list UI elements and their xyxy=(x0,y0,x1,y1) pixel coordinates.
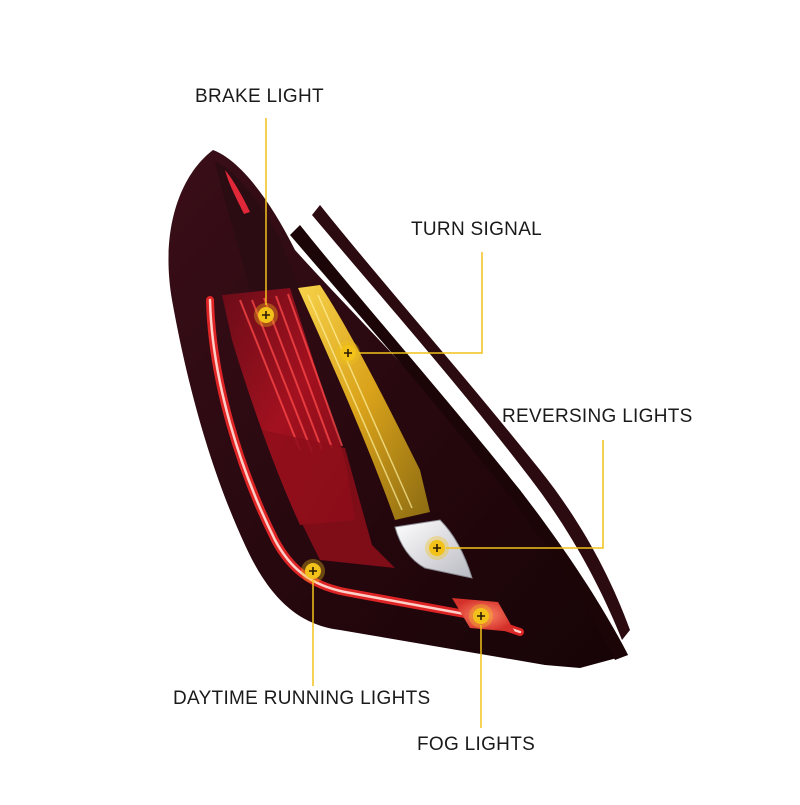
turn-led-lines xyxy=(307,294,413,511)
housing-edge-1 xyxy=(290,225,628,660)
callout-line-turn xyxy=(358,252,483,354)
drl-marker-icon xyxy=(301,559,325,583)
reversing-marker-icon xyxy=(425,536,449,560)
upper-red-accent xyxy=(225,170,250,214)
turn-signal-lens xyxy=(298,285,430,520)
fog-marker-icon xyxy=(469,604,493,628)
label-fog-lights: FOG LIGHTS xyxy=(417,734,536,755)
label-daytime-running-lights: DAYTIME RUNNING LIGHTS xyxy=(173,688,431,709)
housing-edge-2 xyxy=(312,205,630,640)
lower-red-area xyxy=(262,430,395,568)
label-reversing-lights: REVERSING LIGHTS xyxy=(502,406,693,427)
label-brake-light: BRAKE LIGHT xyxy=(195,86,324,107)
brake-led-lines xyxy=(239,293,343,453)
turn-marker-icon xyxy=(336,341,360,365)
callout-lines xyxy=(265,118,604,728)
callout-line-reversing xyxy=(446,440,604,549)
drl-bar-core xyxy=(208,298,522,634)
label-turn-signal: TURN SIGNAL xyxy=(411,219,543,240)
brake-marker-icon xyxy=(254,303,278,327)
callout-markers xyxy=(254,303,493,628)
